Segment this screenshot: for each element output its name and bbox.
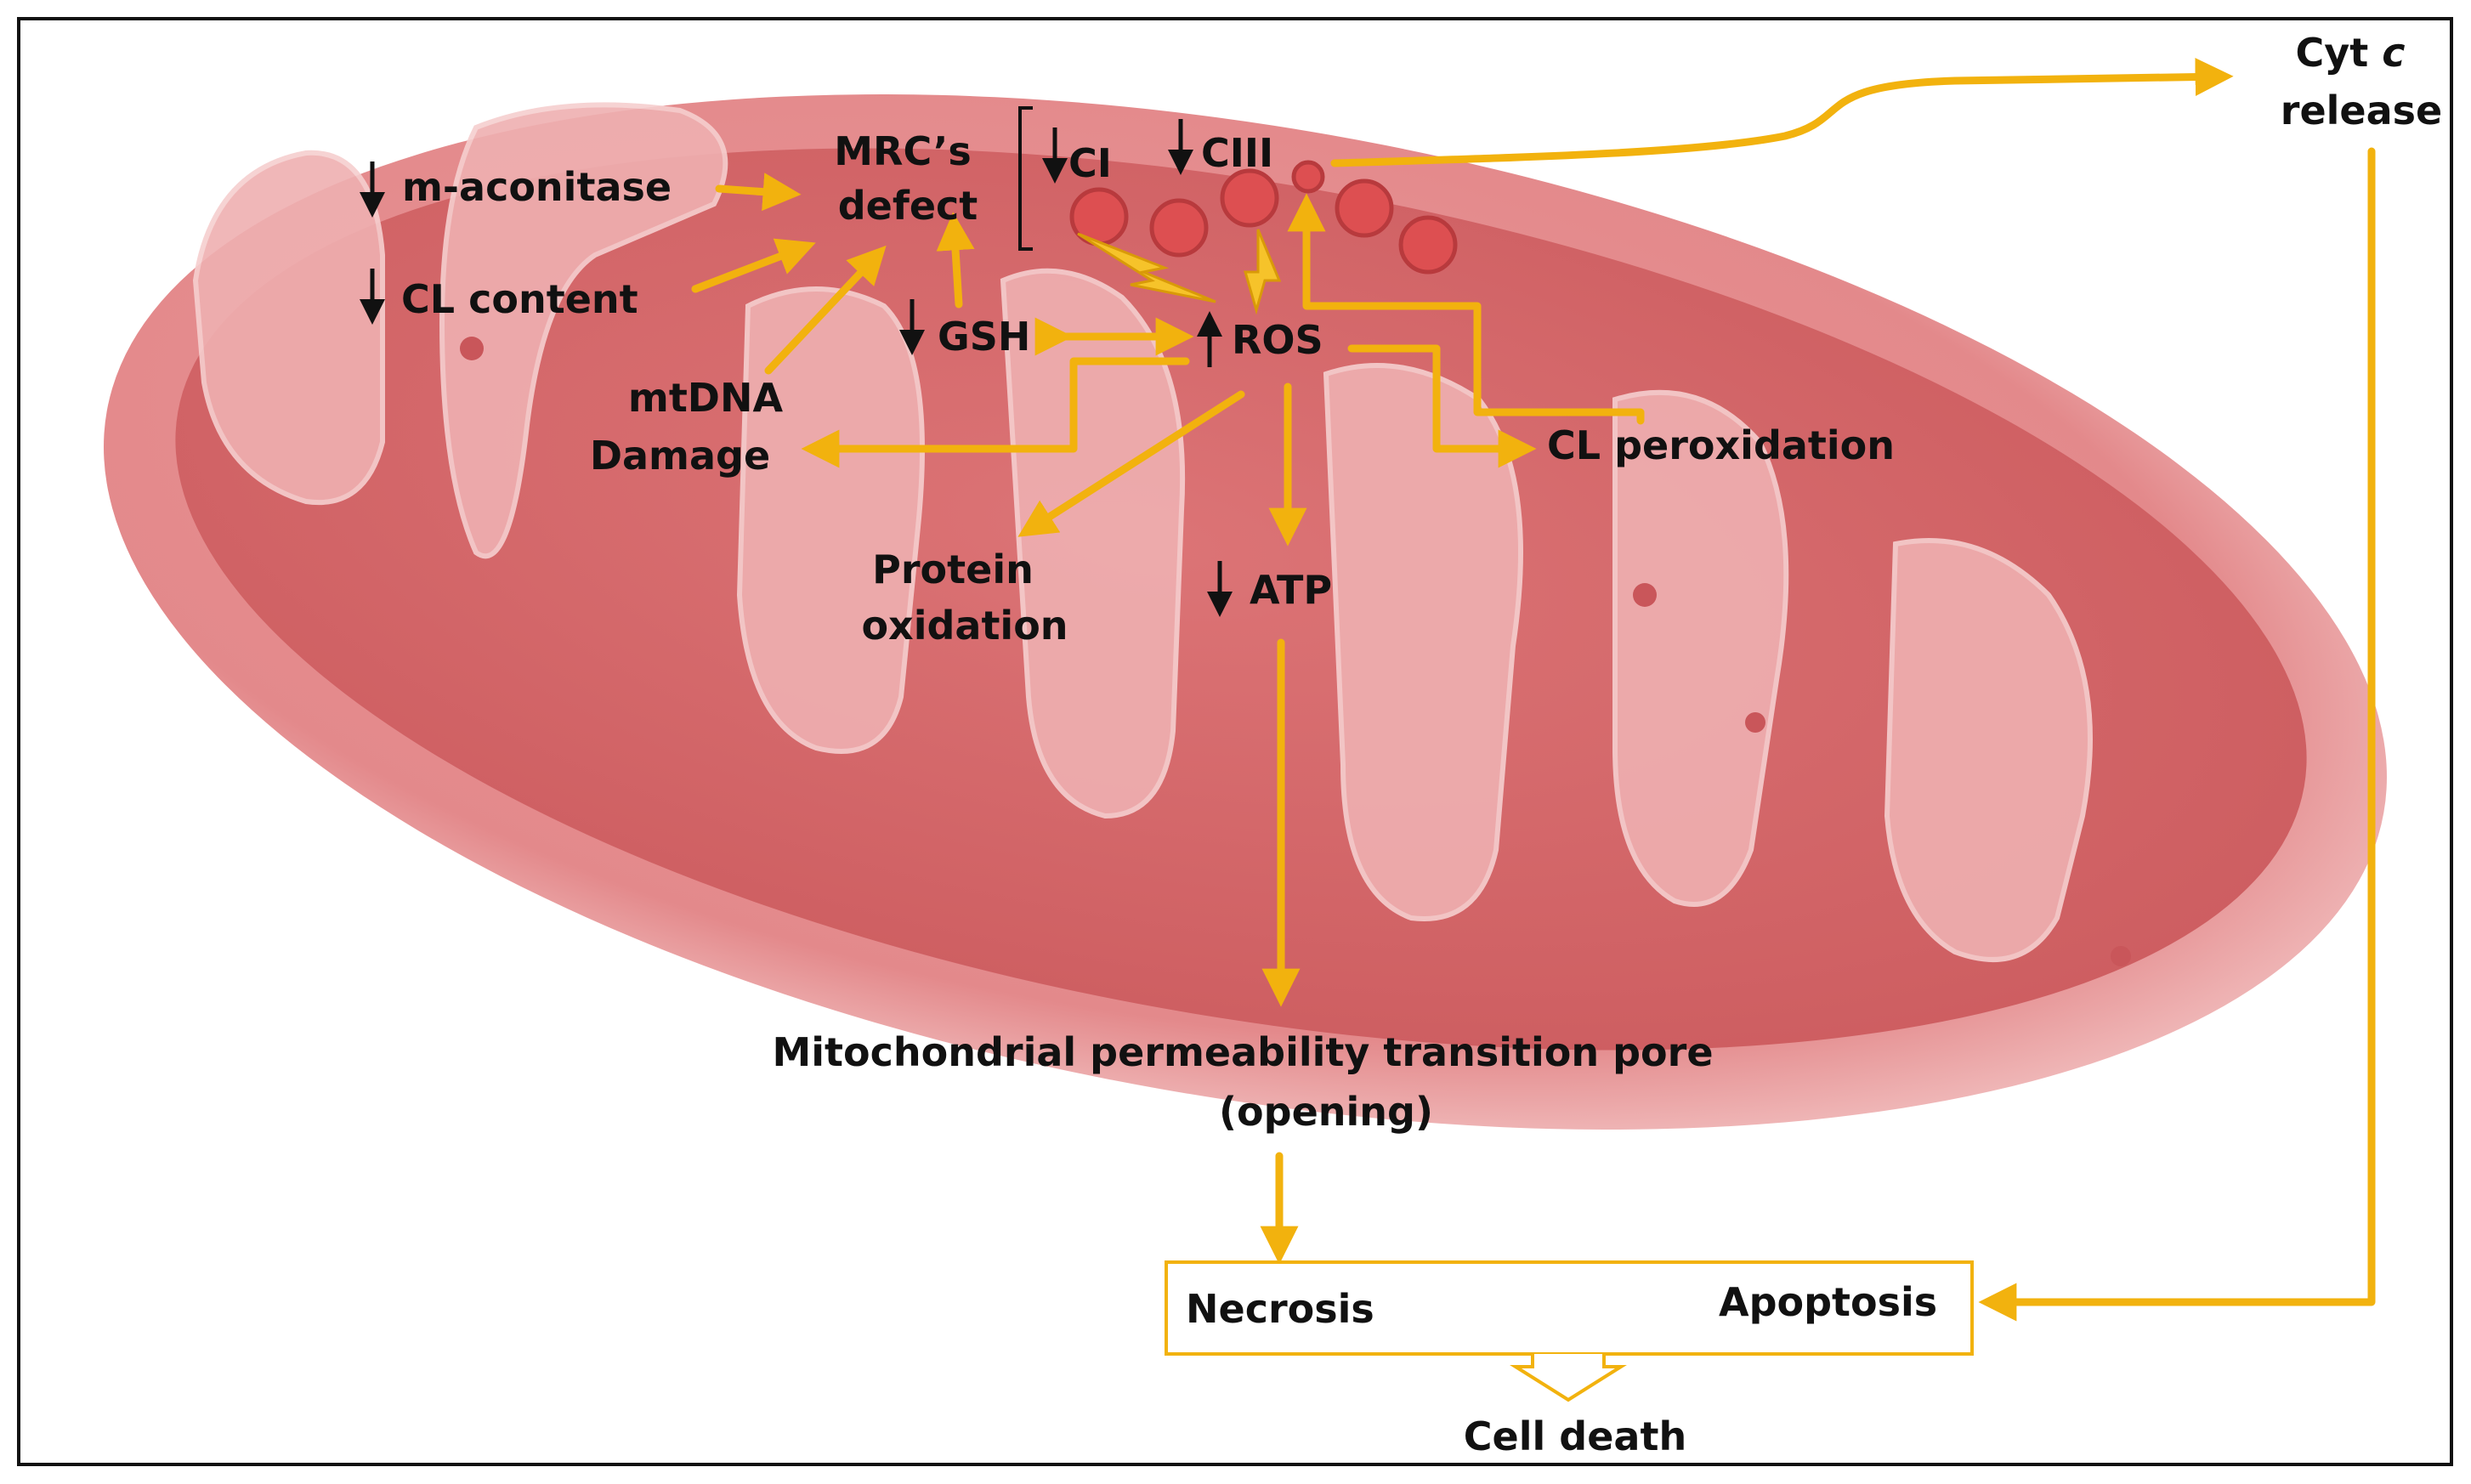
complex-bracket	[1018, 106, 1033, 251]
arrow-ros-to-cl-peroxidation	[1347, 344, 1537, 468]
label-cl-peroxidation: CL peroxidation	[1547, 422, 1895, 468]
label-damage: Damage	[590, 433, 770, 479]
arrow-gsh-to-mrc	[936, 212, 975, 309]
lightning-bolt-ciii	[1244, 229, 1282, 315]
label-cl-content: CL content	[401, 276, 638, 322]
label-mtdna: mtDNA	[628, 375, 784, 421]
complex-particle	[1335, 178, 1394, 238]
label-release: release	[2281, 88, 2442, 133]
label-mptp: Mitochondrial permeability transition po…	[772, 1029, 1713, 1075]
inner-membrane	[175, 148, 2307, 1051]
label-gsh: GSH	[938, 314, 1030, 360]
arrow-cl-peroxidation-to-complexes	[1287, 193, 1645, 425]
label-ciii: CIII	[1201, 130, 1273, 176]
pathway-arrows	[691, 58, 2376, 1322]
arrow-complex-to-cyt-c	[1330, 58, 2234, 167]
arrow-cyt-c-to-apoptosis	[1978, 147, 2376, 1322]
arrow-ros-to-mtdna	[801, 357, 1190, 468]
labels: Cyt c release m-aconitase CL content MRC…	[401, 30, 2442, 1459]
lightning-bolt-ci	[1077, 232, 1216, 303]
label-ros: ROS	[1232, 317, 1323, 363]
label-opening: (opening)	[1219, 1089, 1433, 1135]
arrow-cl-content-to-mrc	[691, 238, 816, 293]
vesicle	[460, 337, 484, 360]
label-mrc: MRC’s	[834, 128, 972, 174]
arrow-mtdna-to-mrc	[764, 245, 887, 375]
complex-particle	[1291, 160, 1325, 194]
hollow-arrow-cell-death	[1510, 1354, 1627, 1402]
label-apoptosis: Apoptosis	[1719, 1279, 1937, 1325]
label-cell-death: Cell death	[1464, 1413, 1686, 1459]
complex-particle	[1220, 168, 1279, 228]
complex-particle	[1149, 198, 1209, 258]
mitochondrion	[104, 94, 2387, 1130]
label-protein: Protein	[872, 547, 1034, 592]
cristae	[192, 102, 2093, 962]
label-necrosis: Necrosis	[1186, 1286, 1374, 1332]
label-m-aconitase: m-aconitase	[402, 164, 672, 210]
label-oxidation: oxidation	[861, 603, 1068, 649]
label-atp: ATP	[1250, 567, 1332, 613]
respiratory-complexes	[1069, 160, 1458, 275]
lightning-bolts	[1077, 229, 1282, 315]
arrow-ros-to-protein	[1017, 390, 1245, 537]
complex-particle	[1398, 215, 1458, 275]
label-defect: defect	[838, 183, 978, 229]
label-ci: CI	[1068, 140, 1112, 186]
direction-arrows	[360, 119, 1233, 617]
vesicle	[1633, 583, 1657, 607]
arrow-m-aconitase-to-mrc	[715, 173, 802, 212]
vesicle	[2111, 946, 2131, 966]
label-cyt-c-release: Cyt c	[2295, 30, 2405, 76]
figure-border	[17, 17, 2453, 1466]
vesicle	[1745, 712, 1765, 733]
